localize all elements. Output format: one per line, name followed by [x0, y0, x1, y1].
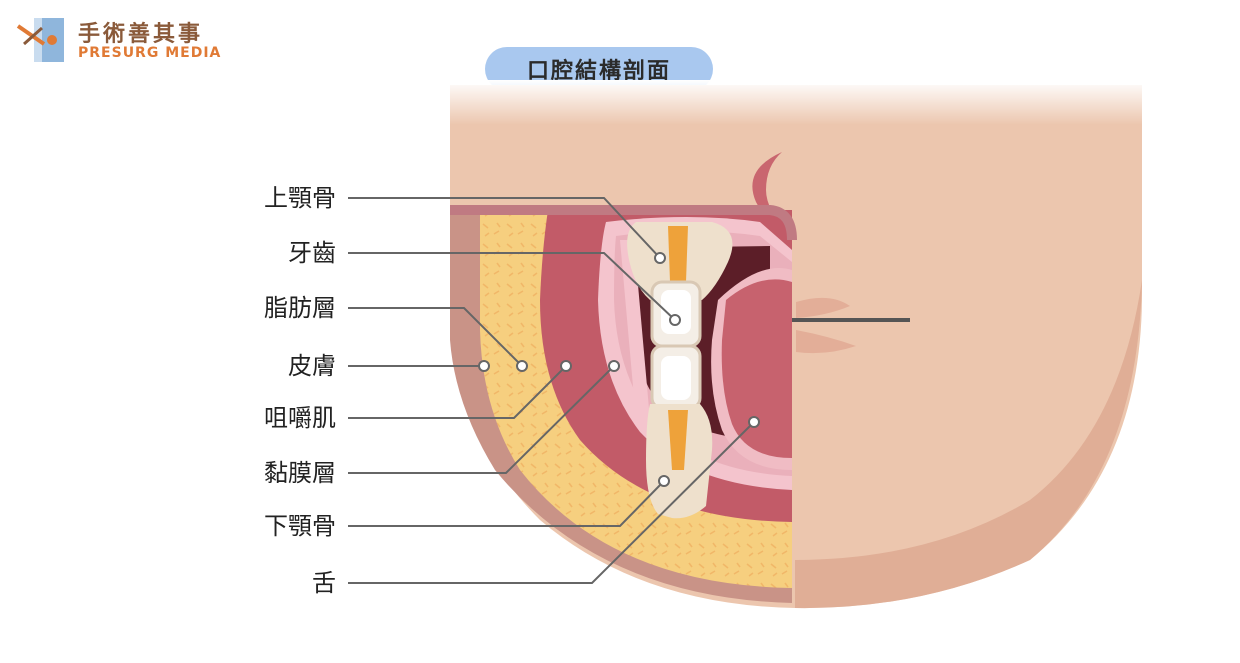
label-tongue: 舌 [312, 569, 336, 597]
upper-tooth-root [668, 226, 688, 282]
lower-tooth-root [668, 410, 688, 470]
leader-lines [348, 197, 755, 584]
logo-name-cn: 手術善其事 [78, 22, 204, 47]
lower-tooth [650, 344, 702, 410]
logo-icon [16, 18, 64, 62]
anchor-dots [478, 252, 760, 487]
presurg-logo: 手術善其事 PRESURG MEDIA [14, 14, 224, 66]
upper-tooth [650, 280, 702, 348]
mandible-bone [646, 404, 713, 519]
maxilla-bone [627, 222, 733, 300]
logo-name-en: PRESURG MEDIA [78, 45, 222, 61]
label-fat-layer: 脂肪層 [264, 294, 336, 322]
label-masseter: 咀嚼肌 [264, 404, 336, 432]
label-mucosa: 黏膜層 [264, 459, 336, 487]
label-skin: 皮膚 [288, 352, 336, 380]
label-maxilla: 上顎骨 [264, 184, 336, 212]
label-tooth: 牙齒 [288, 239, 336, 267]
label-mandible: 下顎骨 [264, 512, 336, 540]
